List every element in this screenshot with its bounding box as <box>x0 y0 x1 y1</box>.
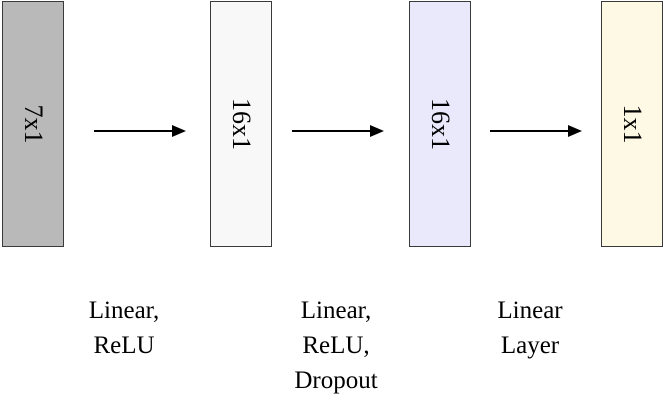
hidden-layer-1-label: 16x1 <box>227 98 256 150</box>
operation-label-2: Linear, ReLU, Dropout <box>276 293 396 398</box>
hidden-layer-2-box: 16x1 <box>409 1 471 247</box>
operation-label-3: Linear Layer <box>470 293 590 363</box>
input-layer-box: 7x1 <box>2 1 64 247</box>
arrow-right-icon <box>94 125 186 137</box>
operation-1-line-1: Linear, <box>88 297 160 324</box>
operation-2-line-1: Linear, <box>300 297 372 324</box>
operation-1-line-2: ReLU <box>93 332 155 359</box>
operation-3-line-2: Layer <box>500 332 560 359</box>
output-layer-box: 1x1 <box>601 1 663 247</box>
arrow-right-icon <box>292 125 384 137</box>
input-layer-label: 7x1 <box>19 104 48 144</box>
operation-3-line-1: Linear <box>497 297 563 324</box>
hidden-layer-1-box: 16x1 <box>210 1 272 247</box>
operation-2-line-2: ReLU, <box>302 332 370 359</box>
hidden-layer-2-label: 16x1 <box>426 98 455 150</box>
operation-2-line-3: Dropout <box>294 367 378 394</box>
output-layer-label: 1x1 <box>618 104 647 144</box>
arrow-right-icon <box>490 125 582 137</box>
operation-label-1: Linear, ReLU <box>64 293 184 363</box>
